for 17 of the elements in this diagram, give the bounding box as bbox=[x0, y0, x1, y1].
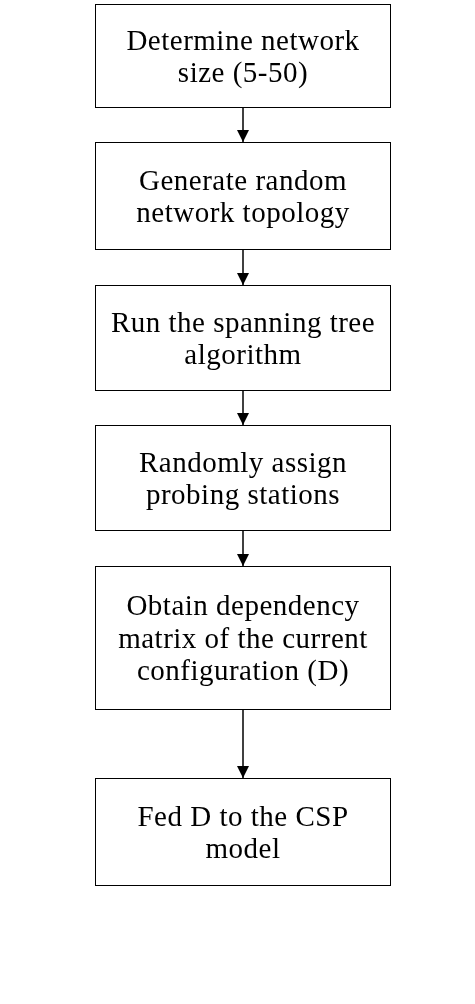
arrow bbox=[237, 249, 249, 286]
process-box bbox=[95, 142, 391, 250]
process-box bbox=[95, 425, 391, 531]
process-box bbox=[95, 4, 391, 108]
arrow bbox=[237, 390, 249, 426]
step-text: Determine network size (5-50) bbox=[125, 23, 361, 89]
step-text: Generate random network topology bbox=[135, 163, 351, 229]
process-box bbox=[95, 566, 391, 710]
arrow bbox=[237, 709, 249, 779]
arrow bbox=[237, 530, 249, 567]
step-text: Run the spanning tree algorithm bbox=[109, 305, 377, 371]
step-text: Randomly assign probing stations bbox=[137, 445, 349, 511]
step-text: Obtain dependency matrix of the current configuration (D) bbox=[117, 589, 369, 687]
arrow bbox=[237, 107, 249, 143]
step-text: Fed D to the CSP model bbox=[136, 799, 350, 865]
process-box bbox=[95, 285, 391, 391]
process-box bbox=[95, 778, 391, 886]
